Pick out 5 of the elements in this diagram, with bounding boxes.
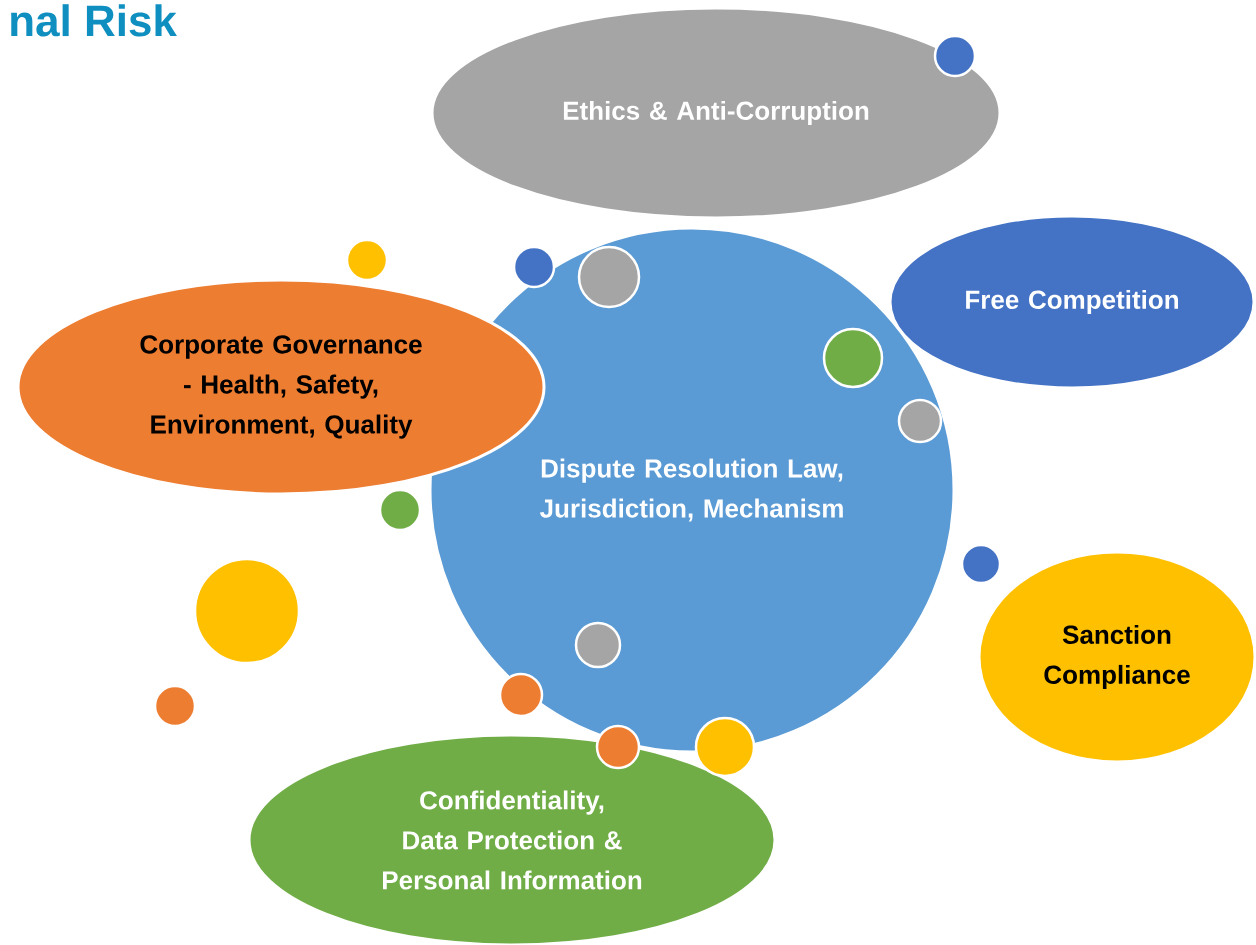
bubble: Free Competition xyxy=(888,214,1256,390)
bubble: Ethics & Anti-Corruption xyxy=(430,6,1002,220)
bubble: Confidentiality, Data Protection & Personal Information xyxy=(247,733,777,945)
bubble: Sanction Compliance xyxy=(977,550,1256,764)
title: nal Risk xyxy=(11,4,177,37)
